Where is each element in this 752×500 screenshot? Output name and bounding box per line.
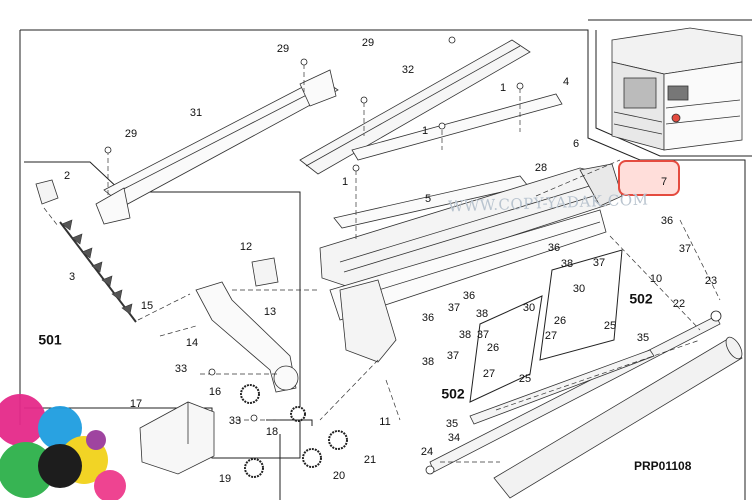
part-2-bracket: [35, 179, 59, 205]
part-number-label: 38: [475, 308, 489, 320]
part-number-label: 14: [185, 337, 199, 349]
highlight-part-7: [618, 160, 680, 196]
part-number-label: 3: [68, 271, 76, 283]
part-number-label: 33: [228, 415, 242, 427]
part-number-label: 2: [63, 170, 71, 182]
part-number-label: 27: [482, 368, 496, 380]
part-number-label: 12: [239, 241, 253, 253]
part-number-label: 35: [636, 332, 650, 344]
part-number-label: 30: [572, 283, 586, 295]
part-number-label: 37: [592, 257, 606, 269]
part-number-label: 29: [124, 128, 138, 140]
part-number-label: 32: [401, 64, 415, 76]
assembly-number-label: 501: [38, 331, 62, 348]
part-number-label: 23: [704, 275, 718, 287]
part-number-label: 38: [458, 329, 472, 341]
part-number-label: 7: [660, 176, 668, 188]
part-number-label: 13: [263, 306, 277, 318]
part-number-label: 21: [363, 454, 377, 466]
color-wheel-logo: [0, 394, 126, 500]
part-number-label: 29: [276, 43, 290, 55]
part-number-label: 34: [447, 432, 461, 444]
part-number-label: 26: [486, 342, 500, 354]
part-number-label: 18: [265, 426, 279, 438]
part-number-label: 1: [341, 176, 349, 188]
part-number-label: 5: [424, 193, 432, 205]
screws: [104, 36, 722, 475]
part-number-label: 6: [572, 138, 580, 150]
outer-frame-top: [20, 29, 746, 500]
assembly-box-502-b: [539, 249, 623, 361]
part-4-blade: [351, 93, 563, 161]
drawing-code: PRP01108: [634, 459, 692, 473]
part-13-arm: [195, 281, 299, 393]
part-34-strip: [469, 349, 655, 425]
part-number-label: 36: [547, 242, 561, 254]
part-32-bar: [299, 39, 531, 175]
part-number-label: 10: [649, 273, 663, 285]
assembly-number-label: 502: [441, 385, 465, 402]
part-number-label: 1: [499, 82, 507, 94]
assembly-box-502-a: [469, 295, 543, 403]
part-number-label: 38: [560, 258, 574, 270]
part-number-label: 17: [129, 398, 143, 410]
part-number-label: 15: [140, 300, 154, 312]
part-number-label: 1: [421, 125, 429, 137]
part-number-label: 37: [447, 302, 461, 314]
part-number-label: 37: [476, 329, 490, 341]
part-number-label: 19: [218, 473, 232, 485]
part-number-label: 22: [672, 298, 686, 310]
part-number-label: 27: [544, 330, 558, 342]
part-31-rail: [95, 69, 339, 225]
part-number-label: 37: [678, 243, 692, 255]
part-number-label: 36: [660, 215, 674, 227]
part-number-label: 37: [446, 350, 460, 362]
part-6-main-frame: [319, 163, 623, 363]
part-number-label: 28: [534, 162, 548, 174]
part-number-label: 33: [174, 363, 188, 375]
part-number-label: 38: [421, 356, 435, 368]
part-number-label: 20: [332, 470, 346, 482]
part-3-auger: [59, 219, 137, 323]
copier-machine-icon: [611, 27, 743, 151]
part-number-label: 29: [361, 37, 375, 49]
part-number-label: 30: [522, 302, 536, 314]
part-number-label: 36: [421, 312, 435, 324]
assembly-number-label: 502: [629, 290, 653, 307]
part-12-block: [251, 257, 279, 287]
part-number-label: 4: [562, 76, 570, 88]
part-17-housing: [139, 401, 215, 475]
part-number-label: 35: [445, 418, 459, 430]
gears: [240, 384, 348, 478]
part-number-label: 16: [208, 386, 222, 398]
part-number-label: 11: [379, 416, 391, 428]
part-number-label: 31: [189, 107, 203, 119]
part-number-label: 24: [420, 446, 434, 458]
part-number-label: 25: [603, 320, 617, 332]
part-number-label: 26: [553, 315, 567, 327]
part-number-label: 36: [462, 290, 476, 302]
part-24-roller: [493, 336, 743, 499]
part-number-label: 25: [518, 373, 532, 385]
leader-lines: [43, 64, 721, 463]
